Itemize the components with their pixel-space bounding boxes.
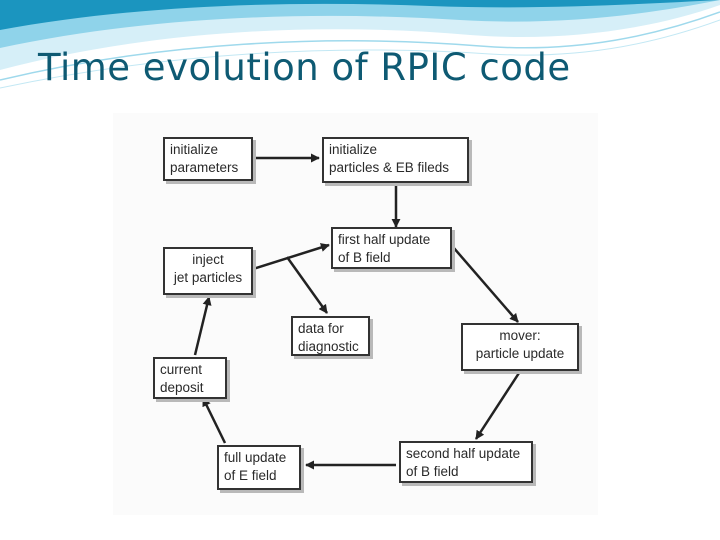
box-initialize-parameters: initialize parameters xyxy=(163,137,253,181)
box-line: of B field xyxy=(338,250,391,265)
wave-band-mid xyxy=(0,0,720,48)
arrow-to-data-diagnostic xyxy=(285,256,329,314)
arrow-inject-to-first-half xyxy=(252,243,330,271)
header-wave-decoration xyxy=(0,0,720,89)
box-initialize-particles: initialize particles & EB fileds xyxy=(322,137,469,183)
box-current-deposit: current deposit xyxy=(153,357,227,399)
box-inject-jet-particles: inject jet particles xyxy=(163,247,253,295)
arrow-full-update-to-current-deposit xyxy=(201,397,227,444)
box-line: inject xyxy=(192,252,224,267)
box-line: mover: xyxy=(499,328,541,343)
box-mover-particle-update: mover: particle update xyxy=(461,323,579,371)
box-line: initialize xyxy=(329,142,378,157)
box-full-update-e-field: full update of E field xyxy=(217,445,301,490)
box-line: particles & EB fileds xyxy=(329,160,450,175)
box-data-for-diagnostic: data for diagnostic xyxy=(291,316,370,356)
box-line: jet particles xyxy=(173,270,243,285)
box-line: full update xyxy=(224,450,287,465)
box-line: second half update xyxy=(406,446,521,461)
box-second-half-update: second half update of B field xyxy=(399,441,533,483)
wave-line-1 xyxy=(0,11,720,81)
box-line: current xyxy=(160,362,203,377)
arrow-first-half-to-mover xyxy=(452,246,519,323)
box-line: of B field xyxy=(406,464,459,479)
box-line: diagnostic xyxy=(298,339,359,354)
box-line: deposit xyxy=(160,380,204,395)
flow-diagram: initialize parameters initialize particl… xyxy=(113,113,598,515)
slide-title: Time evolution of RPIC code xyxy=(38,46,571,89)
box-first-half-update: first half update of B field xyxy=(331,227,452,269)
wave-line-2 xyxy=(0,19,720,89)
box-line: parameters xyxy=(170,160,239,175)
box-line: particle update xyxy=(475,346,565,361)
box-line: initialize xyxy=(170,142,219,157)
box-line: of E field xyxy=(224,468,277,483)
wave-band-dark xyxy=(0,0,720,30)
box-line: data for xyxy=(298,321,344,336)
arrow-mover-to-second-half xyxy=(474,372,521,440)
box-line: first half update xyxy=(338,232,431,247)
flow-arrows xyxy=(193,153,521,470)
arrow-current-deposit-to-inject xyxy=(193,296,212,356)
